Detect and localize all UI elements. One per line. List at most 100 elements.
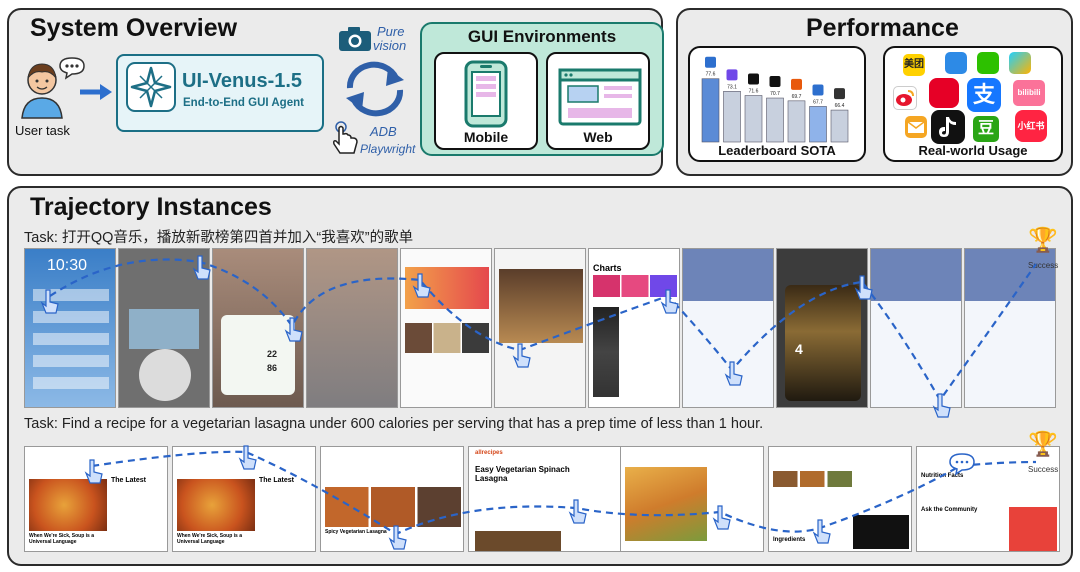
- web-screen-5: [620, 446, 764, 552]
- leaderboard-bar-3: [766, 97, 784, 143]
- pure-vision-line1: Pure: [377, 24, 405, 39]
- round-card: [139, 349, 191, 401]
- model-logo-icon-3: [769, 76, 781, 88]
- spicy-lasagna: Spicy Vegetarian Lasagna: [325, 529, 387, 535]
- cycle-arrows-icon: [346, 61, 404, 117]
- leaderboard-bar-label-1: 73.1: [727, 84, 737, 90]
- mobile-screen-2: [118, 248, 210, 408]
- mobile-screen-9: 4: [776, 248, 868, 408]
- playlist-header-3: [965, 249, 1055, 301]
- trajectory-title: Trajectory Instances: [30, 193, 272, 221]
- realworld-label: Real-world Usage: [918, 143, 1028, 158]
- system-overview-title: System Overview: [30, 14, 238, 42]
- alipay-icon: 支: [967, 78, 1001, 112]
- video-app-icon: [1009, 52, 1031, 74]
- env-web-card: Web: [546, 52, 650, 150]
- community-heading: Ask the Community: [921, 507, 978, 513]
- cover-row: [405, 323, 489, 353]
- leaderboard-bar-6: [830, 109, 849, 143]
- recipe-title: Easy Vegetarian Spinach Lasagna: [475, 465, 570, 483]
- browser-icon: [558, 68, 642, 126]
- mobile-screen-5: [400, 248, 492, 408]
- mobile-screen-11: [964, 248, 1056, 408]
- model-logo-icon-4: [791, 78, 802, 90]
- latest-heading-1: The Latest: [111, 477, 147, 484]
- weibo-icon: [893, 86, 917, 110]
- mobile-screen-10: [870, 248, 962, 408]
- agent-subtitle: End-to-End GUI Agent: [183, 97, 304, 109]
- vip-price: 4: [795, 341, 803, 357]
- leaderboard-bar-label-4: 69.7: [792, 94, 802, 100]
- model-logo-icon-1: [726, 69, 738, 81]
- leaderboard-bars: 77.6 73.1 71.6 70.7 69.7 67.7 66.4: [701, 56, 849, 143]
- pure-vision-line2: vision: [373, 38, 407, 53]
- promo-price-2: 86: [267, 363, 278, 373]
- chart-tiles: [593, 275, 677, 297]
- swift-app-icon: [945, 52, 967, 74]
- web-hero-1: [29, 479, 107, 531]
- dark-video: [853, 515, 909, 549]
- playlist-header: [683, 249, 773, 301]
- thumb-strip: [773, 471, 909, 487]
- realworld-card: 美团 支 bilibili 豆 小红书 Real-world Usage: [883, 46, 1063, 162]
- user-icon: [21, 63, 63, 119]
- leaderboard-label: Leaderboard SOTA: [718, 143, 836, 158]
- leaderboard-bar-label-2: 71.6: [749, 89, 759, 95]
- lasagna-photo: [625, 467, 707, 541]
- web-screen-3: Spicy Vegetarian Lasagna: [320, 446, 464, 552]
- model-logo-icon-2: [748, 73, 759, 85]
- env-web-label: Web: [583, 129, 613, 145]
- env-mobile-label: Mobile: [463, 129, 509, 145]
- model-logo-icon-5: [812, 84, 824, 96]
- web-screen-1: The Latest When We're Sick, Soup is a Un…: [24, 446, 168, 552]
- trophy-icon-1: 🏆: [1028, 227, 1058, 254]
- mobile-screen-6: [494, 248, 586, 408]
- success-label-2: Success: [1028, 465, 1059, 474]
- task2-text: Task: Find a recipe for a vegetarian las…: [24, 416, 764, 432]
- tiktok-icon: [931, 110, 965, 144]
- playwright-label: Playwright: [360, 142, 416, 156]
- meituan-icon: 美团: [903, 54, 925, 76]
- trophy-icon-2: 🏆: [1028, 431, 1058, 458]
- ad-block: [1009, 507, 1057, 551]
- vip-card: [785, 285, 861, 401]
- model-logo-icon-6: [834, 88, 845, 100]
- leaderboard-bar-label-3: 70.7: [770, 91, 780, 97]
- charts-heading: Charts: [593, 263, 622, 273]
- mobile-screen-7: Charts: [588, 248, 680, 408]
- xiaohongshu-icon: 小红书: [1015, 110, 1047, 142]
- speech-bubble-icon: [59, 57, 85, 80]
- netease-music-icon: [929, 78, 959, 108]
- mobile-screen-4: [306, 248, 398, 408]
- leaderboard-bar-2: [744, 95, 763, 143]
- leaderboard-bar-label-0: 77.6: [706, 72, 716, 78]
- leaderboard-bar-5: [809, 106, 827, 143]
- env-mobile-card: Mobile: [434, 52, 538, 150]
- leaderboard-card: 77.6 73.1 71.6 70.7 69.7 67.7 66.4 Leaderboard…: [688, 46, 866, 162]
- adb-label: ADB: [370, 124, 397, 139]
- arrow-right-icon: [80, 84, 112, 100]
- promo-price-1: 22: [267, 349, 278, 359]
- web-screen-4: allrecipes Easy Vegetarian Spinach Lasag…: [468, 446, 644, 552]
- recipe-photo: [475, 531, 561, 551]
- leaderboard-bar-label-5: 67.7: [813, 99, 823, 105]
- click-hand-icon: [333, 121, 358, 154]
- headline-2: When We're Sick, Soup is a Universal Lan…: [177, 533, 243, 545]
- latest-heading-2: The Latest: [259, 477, 295, 484]
- agent-name: UI-Venus-1.5: [182, 70, 303, 92]
- leaderboard-bar-4: [787, 100, 806, 143]
- venus-logo-icon: [126, 62, 176, 112]
- success-label-1: Success: [1028, 261, 1059, 270]
- mobile-screen-1: 10:30: [24, 248, 116, 408]
- chart-art: [593, 307, 619, 397]
- leaderboard-bar-1: [723, 91, 741, 143]
- web-hero-2: [177, 479, 255, 531]
- phone-icon: [464, 60, 508, 128]
- web-screen-6: Ingredients: [768, 446, 912, 552]
- bilibili-icon: bilibili: [1013, 80, 1045, 106]
- site-name: allrecipes: [475, 450, 503, 456]
- user-task-label: User task: [15, 123, 70, 138]
- leaderboard-bar-label-6: 66.4: [835, 103, 845, 109]
- video-thumb: [129, 309, 199, 349]
